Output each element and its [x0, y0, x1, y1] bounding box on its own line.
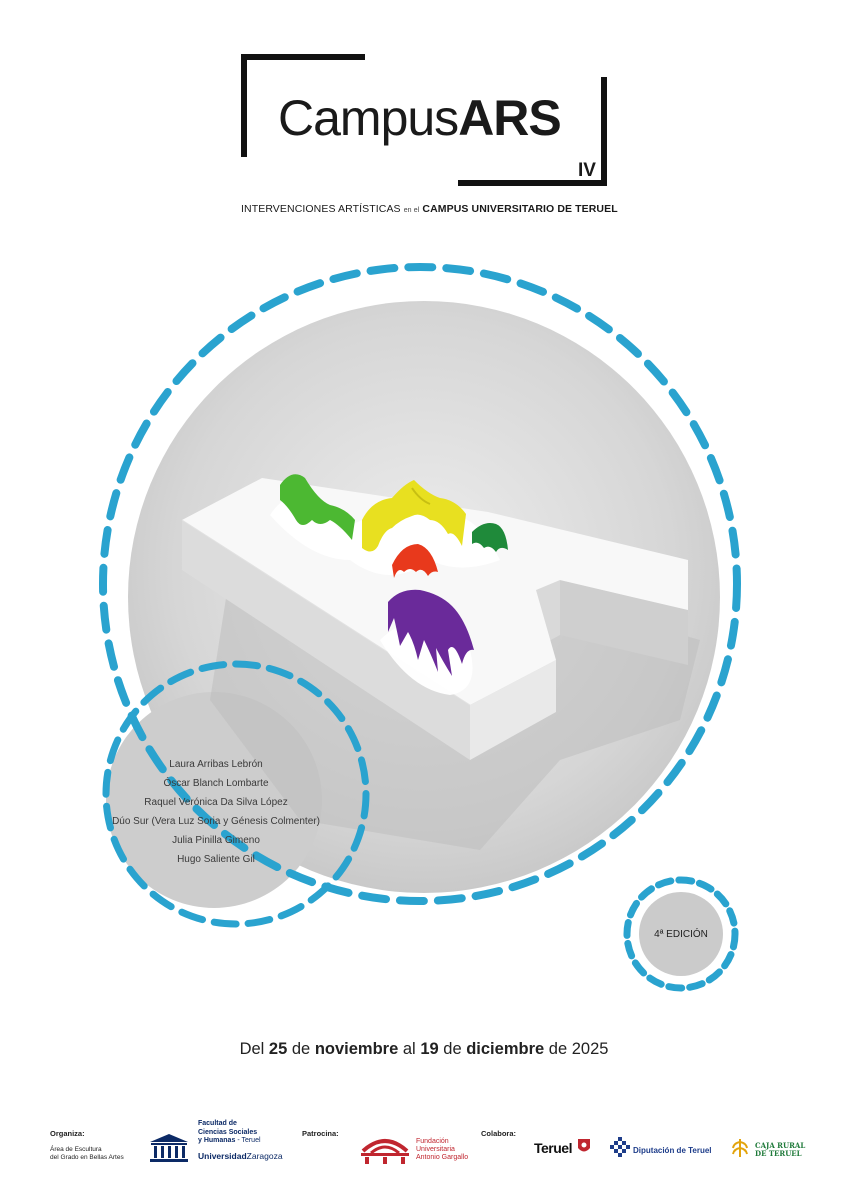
university-building-icon [150, 1134, 188, 1162]
subtitle-connector: en el [403, 207, 420, 214]
caja-rural-wheat-icon [732, 1139, 748, 1157]
subtitle-part1: INTERVENCIONES ARTÍSTICAS [241, 203, 401, 215]
edition-gray-circle [639, 892, 723, 976]
dark-green-sculpture [472, 523, 508, 552]
diputacion-pixel-icon [610, 1137, 630, 1157]
university-city: Zaragoza [246, 1151, 283, 1161]
dates-al: al [402, 1040, 416, 1058]
caja-line: DE TERUEL [755, 1149, 802, 1158]
artist-name: Dúo Sur (Vera Luz Soria y Génesis Colmen… [112, 816, 320, 827]
dates-start-month: noviembre [314, 1040, 399, 1058]
fundacion-line: Universitaria [416, 1146, 455, 1153]
dates-de: de [291, 1040, 311, 1058]
artist-name: Raquel Verónica Da Silva López [144, 797, 288, 808]
university-word: Universidad [198, 1151, 247, 1161]
facultad-line: Facultad de [198, 1120, 237, 1127]
artist-name: Óscar Blanch Lombarte [163, 778, 269, 789]
edition-dashed-ring [623, 876, 739, 992]
fundacion-gargallo-logo-icon [361, 1139, 409, 1164]
block-right-face [470, 660, 556, 760]
caja-line: CAJA RURAL [755, 1141, 806, 1150]
event-dates: Del 25 de noviembre al 19 de diciembre d… [0, 1040, 848, 1059]
subtitle: INTERVENCIONES ARTÍSTICAS en el CAMPUS U… [241, 203, 618, 215]
teruel-shield-icon [578, 1139, 590, 1152]
dates-year: 2025 [571, 1040, 609, 1058]
logo-frame-bottom-right [458, 77, 607, 186]
facultad-city: - Teruel [237, 1137, 261, 1144]
block-front-face [182, 520, 470, 760]
facultad-name: Facultad de Ciencias Sociales y Humanas … [198, 1120, 261, 1146]
fundacion-line: Fundación [416, 1138, 449, 1145]
teruel-logo: Teruel [534, 1140, 572, 1156]
logo-word-campus: Campus [278, 90, 459, 146]
artist-name: Julia Pinilla Gimeno [172, 835, 260, 846]
artists-list: Laura Arribas Lebrón Óscar Blanch Lombar… [104, 755, 328, 869]
colabora-label: Colabora: [481, 1129, 517, 1138]
dates-end-day: 19 [420, 1040, 439, 1058]
patrocina-label: Patrocina: [302, 1129, 339, 1138]
dates-start-day: 25 [268, 1040, 288, 1058]
logo-edition-numeral: IV [578, 160, 596, 181]
fundacion-name: Fundación Universitaria Antonio Gargallo [416, 1138, 468, 1162]
facultad-line: Ciencias Sociales [198, 1128, 258, 1136]
subtitle-part2: CAMPUS UNIVERSITARIO DE TERUEL [422, 203, 618, 215]
artists-dashed-ring [102, 660, 370, 928]
diputacion-teruel: Diputación de Teruel [633, 1146, 712, 1155]
dates-prefix: Del [239, 1040, 265, 1058]
fundacion-line: Antonio Gargallo [416, 1154, 469, 1161]
dates-de: de [443, 1040, 462, 1058]
edition-badge: 4ª EDICIÓN [654, 929, 708, 940]
yellow-sculpture [362, 480, 466, 552]
artist-name: Hugo Saliente Gil [177, 854, 255, 865]
artist-name: Laura Arribas Lebrón [169, 759, 263, 770]
caja-rural-teruel: CAJA RURAL DE TERUEL [755, 1142, 805, 1158]
facultad-line: y Humanas [198, 1137, 236, 1144]
arm-side-face [560, 580, 688, 665]
organiza-grado: del Grado en Bellas Artes [50, 1154, 124, 1161]
dates-de: de [548, 1040, 568, 1058]
logo-word-ars: ARS [458, 90, 562, 146]
purple-sculpture [388, 589, 474, 676]
dates-end-month: diciembre [466, 1040, 545, 1058]
universidad-zaragoza: UniversidadZaragoza [198, 1151, 283, 1161]
red-sculpture [392, 544, 438, 578]
campus-ars-logo: CampusARS [278, 90, 562, 146]
logo-frame-top-left [241, 54, 365, 157]
organiza-label: Organiza: [50, 1129, 85, 1138]
sculpture-scene [181, 474, 700, 850]
big-dashed-ring [99, 263, 741, 905]
organiza-area: Área de Escultura [50, 1146, 102, 1153]
green-sculpture [280, 474, 355, 540]
